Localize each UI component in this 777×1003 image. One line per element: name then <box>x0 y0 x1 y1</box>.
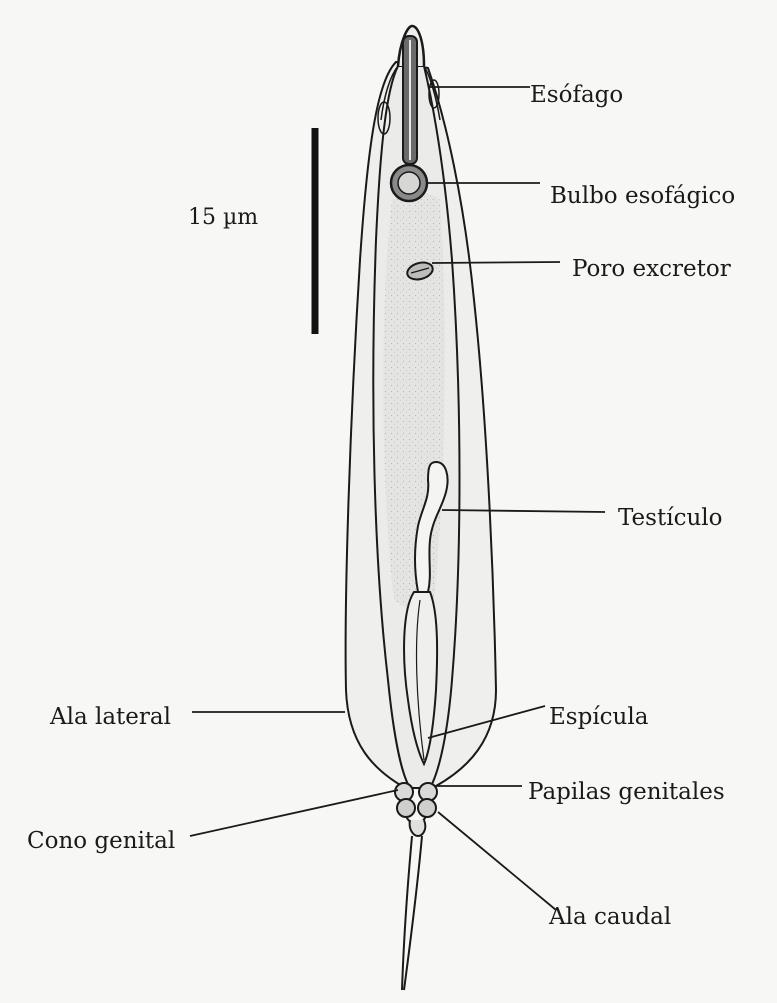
label-poro-excretor: Poro excretor <box>572 258 731 281</box>
label-papilas-genitales: Papilas genitales <box>528 781 725 804</box>
label-esofago: Esófago <box>530 84 623 107</box>
leader-cono <box>190 790 398 836</box>
label-ala-lateral: Ala lateral <box>50 706 171 729</box>
label-espicula: Espícula <box>549 706 648 729</box>
leader-ala-caudal <box>438 812 556 910</box>
label-testiculo: Testículo <box>618 507 722 530</box>
genital-papillae <box>395 783 437 836</box>
leader-poro <box>432 262 560 263</box>
label-bulbo-esofagico: Bulbo esofágico <box>550 185 735 208</box>
scale-bar-label: 15 µm <box>188 207 258 229</box>
intestine <box>383 193 445 611</box>
label-ala-caudal: Ala caudal <box>549 906 671 929</box>
label-cono-genital: Cono genital <box>27 830 175 853</box>
tail <box>402 836 422 990</box>
